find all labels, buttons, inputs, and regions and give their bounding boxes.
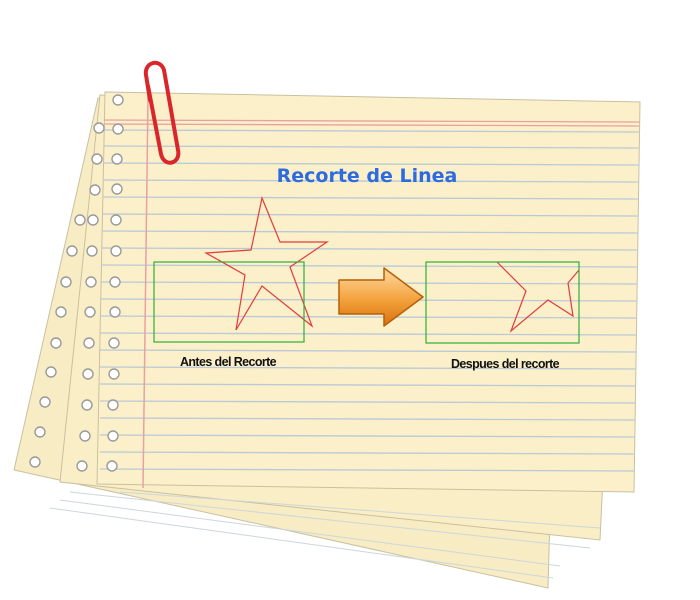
diagram-title: Recorte de Linea	[277, 165, 458, 187]
header-lines	[99, 119, 640, 127]
clip-window-after	[425, 261, 580, 344]
star-shape-original	[203, 195, 329, 331]
paperclip-icon	[143, 60, 181, 165]
before-clipping-figure	[153, 195, 329, 343]
binder-holes	[29, 94, 124, 472]
clip-window-before	[153, 261, 305, 343]
after-caption: Despues del recorte	[451, 357, 560, 371]
margin-line	[142, 94, 149, 489]
before-caption: Antes del Recorte	[180, 355, 277, 369]
back-sheet-lines	[49, 491, 601, 579]
after-clipping-figure	[425, 261, 580, 344]
right-arrow-icon	[338, 267, 424, 327]
star-shape-clipped	[496, 261, 580, 333]
